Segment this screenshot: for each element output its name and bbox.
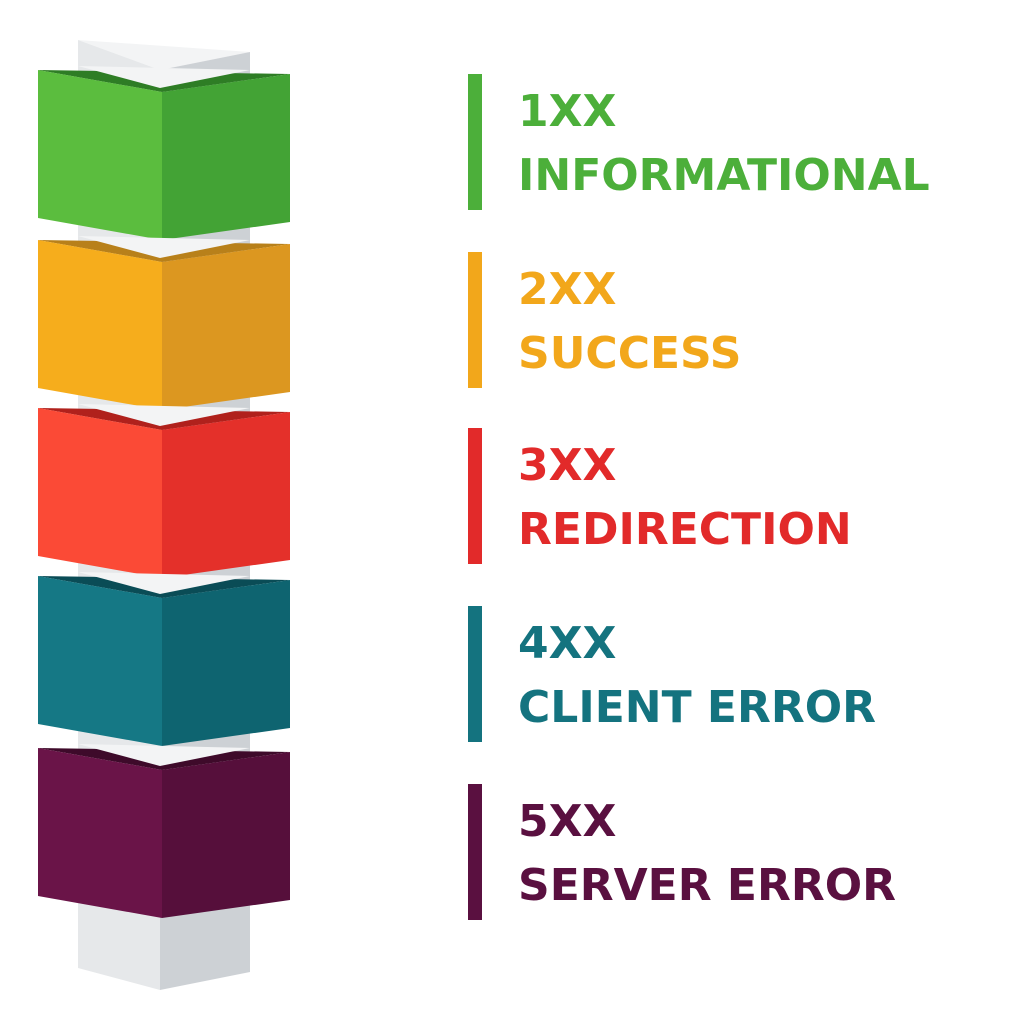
tier-block-1xx bbox=[38, 66, 290, 240]
tier-block-3xx bbox=[38, 404, 290, 578]
pillar-through-top bbox=[78, 66, 250, 88]
legend-code: 1XX bbox=[518, 86, 617, 137]
pillar-through-top bbox=[78, 744, 250, 766]
legend-color-bar bbox=[468, 606, 482, 742]
block-front-face bbox=[38, 70, 162, 240]
legend-color-bar bbox=[468, 252, 482, 388]
block-front-face bbox=[38, 748, 162, 918]
block-side-face bbox=[162, 412, 290, 578]
legend-code: 2XX bbox=[518, 264, 617, 315]
legend-label: SERVER ERROR bbox=[518, 860, 897, 911]
legend-item-2xx: 2XX SUCCESS bbox=[468, 252, 1008, 388]
block-side-face bbox=[162, 244, 290, 410]
pillar-through-top bbox=[78, 572, 250, 594]
legend-color-bar bbox=[468, 784, 482, 920]
legend-label: INFORMATIONAL bbox=[518, 150, 930, 201]
legend-code: 4XX bbox=[518, 618, 617, 669]
legend-code: 3XX bbox=[518, 440, 617, 491]
legend-label: REDIRECTION bbox=[518, 504, 852, 555]
legend-label: CLIENT ERROR bbox=[518, 682, 877, 733]
legend-item-1xx: 1XX INFORMATIONAL bbox=[468, 74, 1008, 210]
http-status-tower bbox=[38, 40, 290, 990]
block-front-face bbox=[38, 240, 162, 410]
tier-block-5xx bbox=[38, 744, 290, 918]
legend-code: 5XX bbox=[518, 796, 617, 847]
pillar-through-top bbox=[78, 236, 250, 258]
legend-color-bar bbox=[468, 428, 482, 564]
pillar-top bbox=[78, 40, 250, 70]
block-side-face bbox=[162, 752, 290, 918]
legend-item-3xx: 3XX REDIRECTION bbox=[468, 428, 1008, 564]
legend-item-4xx: 4XX CLIENT ERROR bbox=[468, 606, 1008, 742]
tier-block-4xx bbox=[38, 572, 290, 746]
block-front-face bbox=[38, 408, 162, 578]
tier-block-2xx bbox=[38, 236, 290, 410]
block-side-face bbox=[162, 580, 290, 746]
legend-item-5xx: 5XX SERVER ERROR bbox=[468, 784, 1008, 920]
block-front-face bbox=[38, 576, 162, 746]
pillar-through-top bbox=[78, 404, 250, 426]
block-side-face bbox=[162, 74, 290, 240]
legend-label: SUCCESS bbox=[518, 328, 742, 379]
legend-color-bar bbox=[468, 74, 482, 210]
